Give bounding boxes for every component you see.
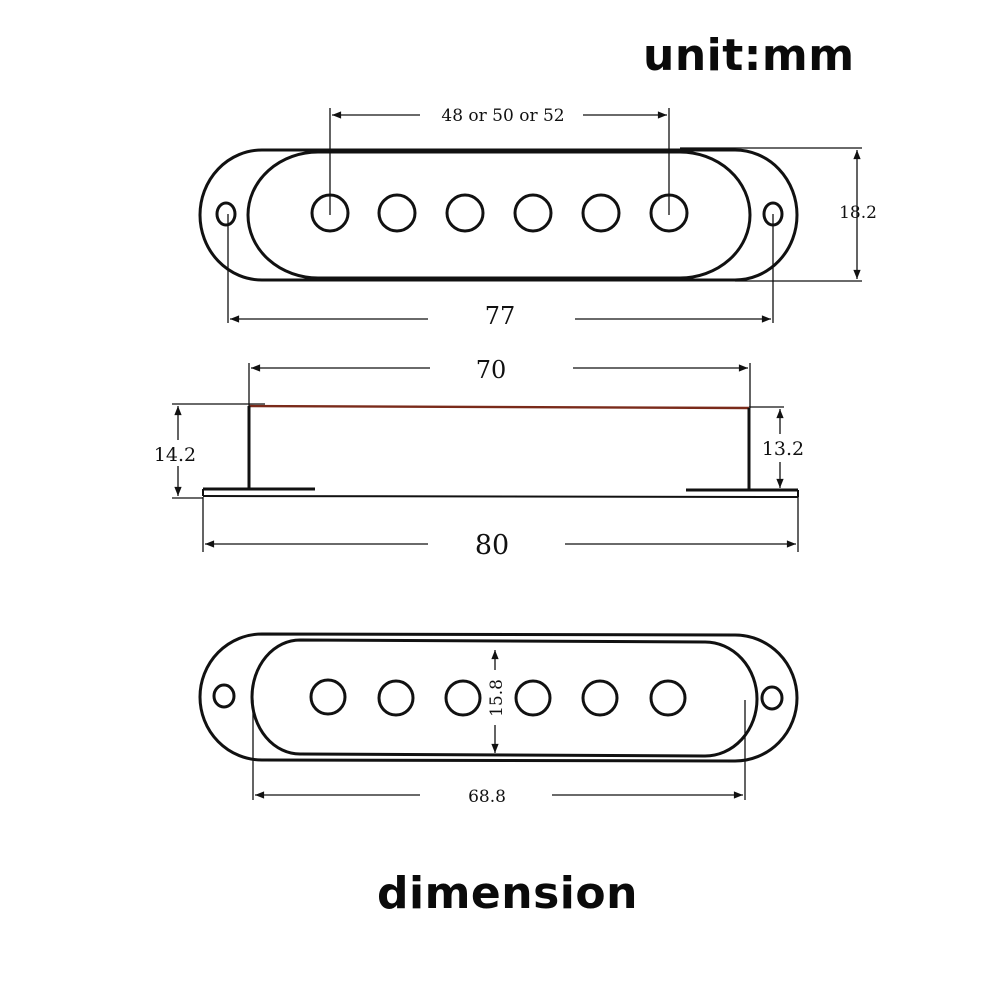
base-length-label: 80 xyxy=(475,530,509,561)
mounting-plate-outline xyxy=(198,148,799,282)
mount-hole-icon xyxy=(760,685,784,711)
mounting-plate-outline xyxy=(198,632,799,763)
mount-hole-icon xyxy=(215,201,237,227)
inner-length-label: 68.8 xyxy=(468,787,506,807)
height-label: 18.2 xyxy=(839,203,877,223)
cover-outline xyxy=(250,638,759,758)
side-view: 70 14.2 13.2 80 xyxy=(154,356,804,561)
pole-piece-icon xyxy=(377,679,415,717)
pole-pieces xyxy=(310,193,689,233)
pole-piece-icon xyxy=(581,679,619,717)
cover-outline xyxy=(246,150,752,280)
pole-piece-icon xyxy=(444,679,482,717)
unit-title: unit:mm xyxy=(643,30,855,81)
cover-length-label: 70 xyxy=(476,356,507,384)
pole-piece-icon xyxy=(581,193,621,233)
pole-piece-icon xyxy=(649,679,687,717)
pole-piece-icon xyxy=(309,678,347,716)
mount-hole-icon xyxy=(212,683,236,709)
right-height-label: 13.2 xyxy=(762,438,804,460)
dimension-title: dimension xyxy=(377,868,638,919)
inner-width-label: 15.8 xyxy=(487,679,507,717)
pole-piece-icon xyxy=(514,679,552,717)
bottom-view: 15.8 68.8 xyxy=(198,632,799,807)
mount-hole-spacing-label: 77 xyxy=(485,302,516,330)
pole-spacing-label: 48 or 50 or 52 xyxy=(441,106,564,126)
pole-piece-icon xyxy=(513,193,553,233)
pole-pieces xyxy=(309,678,687,717)
pole-piece-icon xyxy=(445,193,485,233)
top-view: 48 or 50 or 52 18.2 77 xyxy=(198,106,877,330)
pole-piece-icon xyxy=(377,193,417,233)
left-height-label: 14.2 xyxy=(154,444,196,466)
